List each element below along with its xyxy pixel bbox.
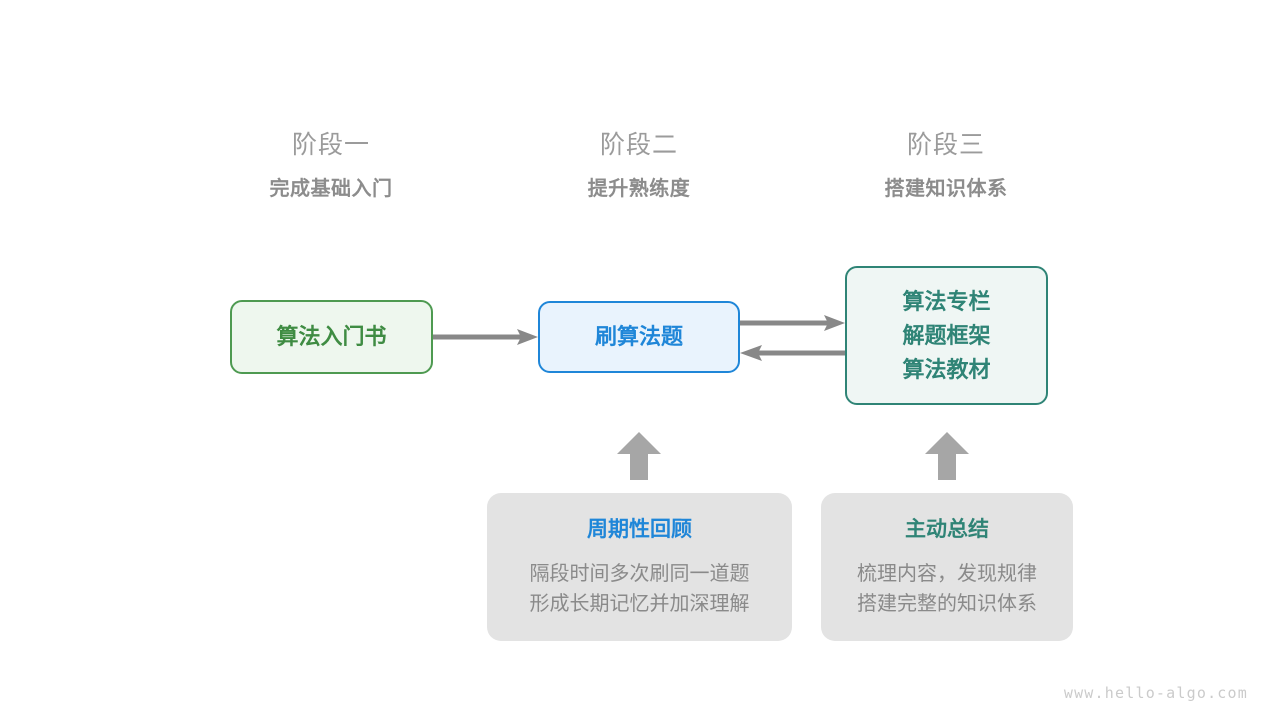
card-periodic-review-body: 隔段时间多次刷同一道题 形成长期记忆并加深理解 xyxy=(487,559,792,619)
stage-header-1: 阶段一 完成基础入门 xyxy=(201,128,461,204)
node-practice-problems[interactable]: 刷算法题 xyxy=(538,301,740,373)
arrow-book-to-practice-icon xyxy=(433,329,538,345)
stage-header-3: 阶段三 搭建知识体系 xyxy=(816,128,1076,204)
card-active-summary-body: 梳理内容，发现规律 搭建完整的知识体系 xyxy=(821,559,1073,619)
node-intro-book[interactable]: 算法入门书 xyxy=(230,300,433,374)
node-resource-line-1: 算法专栏 xyxy=(902,288,991,314)
card-active-summary[interactable]: 主动总结 梳理内容，发现规律 搭建完整的知识体系 xyxy=(821,493,1073,641)
node-knowledge-resources[interactable]: 算法专栏 解题框架 算法教材 xyxy=(845,266,1048,405)
arrow-summary-up-icon xyxy=(925,432,969,480)
watermark: www.hello-algo.com xyxy=(1063,684,1248,702)
stage-title-2: 阶段二 xyxy=(599,131,678,159)
card-active-summary-line-1: 梳理内容，发现规律 xyxy=(857,563,1037,585)
card-periodic-review-line-2: 形成长期记忆并加深理解 xyxy=(529,593,750,615)
card-active-summary-title: 主动总结 xyxy=(905,518,989,541)
stage-subtitle-3: 搭建知识体系 xyxy=(884,178,1008,200)
card-active-summary-line-2: 搭建完整的知识体系 xyxy=(857,593,1037,615)
node-resource-line-2: 解题框架 xyxy=(902,322,991,348)
arrow-practice-to-resources-icon xyxy=(740,315,845,331)
stage-subtitle-1: 完成基础入门 xyxy=(269,178,393,200)
node-intro-book-label: 算法入门书 xyxy=(276,324,387,349)
stage-subtitle-2: 提升熟练度 xyxy=(587,178,691,200)
stage-title-3: 阶段三 xyxy=(906,131,985,159)
node-practice-problems-label: 刷算法题 xyxy=(594,324,683,349)
card-periodic-review[interactable]: 周期性回顾 隔段时间多次刷同一道题 形成长期记忆并加深理解 xyxy=(487,493,792,641)
arrow-resources-to-practice-icon xyxy=(740,345,845,361)
arrow-review-up-icon xyxy=(617,432,661,480)
stage-header-2: 阶段二 提升熟练度 xyxy=(509,128,769,204)
stage-title-1: 阶段一 xyxy=(291,131,370,159)
card-periodic-review-line-1: 隔段时间多次刷同一道题 xyxy=(529,563,750,585)
node-resource-line-3: 算法教材 xyxy=(902,356,991,382)
card-periodic-review-title: 周期性回顾 xyxy=(587,518,692,541)
